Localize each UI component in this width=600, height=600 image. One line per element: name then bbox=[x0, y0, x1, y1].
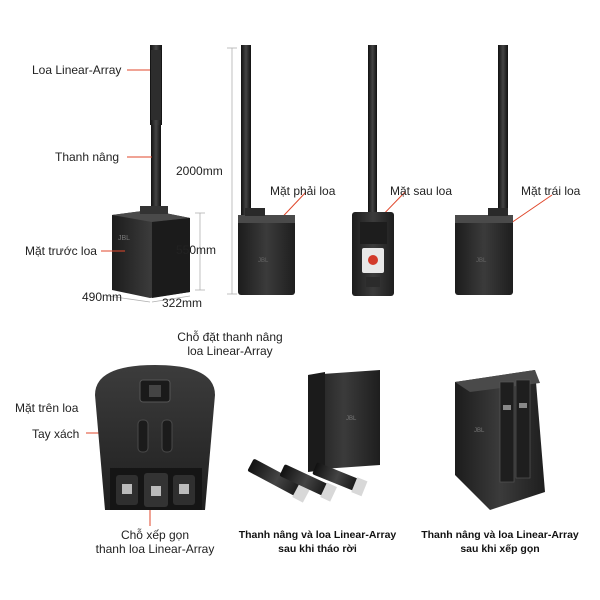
svg-text:JBL: JBL bbox=[474, 428, 485, 434]
speaker-left-side-view: JBL bbox=[455, 45, 513, 295]
svg-text:JBL: JBL bbox=[476, 258, 487, 264]
speaker-stored: JBL bbox=[455, 370, 545, 510]
lift-pole bbox=[151, 125, 161, 215]
speaker-right-side-view: JBL bbox=[238, 45, 295, 295]
dimension-body-height: 550mm bbox=[176, 243, 217, 257]
label-top-face: Mặt trên loa bbox=[15, 401, 79, 415]
dimension-total-height: 2000mm bbox=[176, 164, 223, 178]
label-pole-slot: Chỗ đặt thanh nâng loa Linear-Array bbox=[177, 330, 283, 358]
dimension-lines bbox=[107, 47, 237, 303]
dimension-depth: 322mm bbox=[162, 296, 203, 310]
label-right-face: Mặt phải loa bbox=[270, 184, 336, 198]
speaker-disassembled: JBL bbox=[247, 370, 380, 503]
label-lift-pole: Thanh nâng bbox=[55, 150, 120, 164]
label-storage-slot: Chỗ xếp gọn thanh loa Linear-Array bbox=[95, 528, 215, 556]
label-left-face: Mặt trái loa bbox=[521, 184, 581, 198]
svg-text:JBL: JBL bbox=[118, 235, 130, 242]
caption-disassembled: Thanh nâng và loa Linear-Array sau khi t… bbox=[238, 529, 397, 555]
speaker-top-view bbox=[95, 365, 215, 510]
label-linear-array: Loa Linear-Array bbox=[32, 63, 122, 77]
speaker-front-assembled: JBL bbox=[112, 45, 190, 298]
svg-text:JBL: JBL bbox=[346, 416, 357, 422]
label-front-face: Mặt trước loa bbox=[25, 244, 97, 258]
speaker-back-view bbox=[352, 45, 394, 296]
label-handle: Tay xách bbox=[32, 427, 80, 441]
svg-text:JBL: JBL bbox=[258, 258, 269, 264]
dimension-width: 490mm bbox=[82, 290, 123, 304]
caption-stored: Thanh nâng và loa Linear-Array sau khi x… bbox=[421, 529, 579, 555]
label-back-face: Mặt sau loa bbox=[390, 184, 453, 198]
